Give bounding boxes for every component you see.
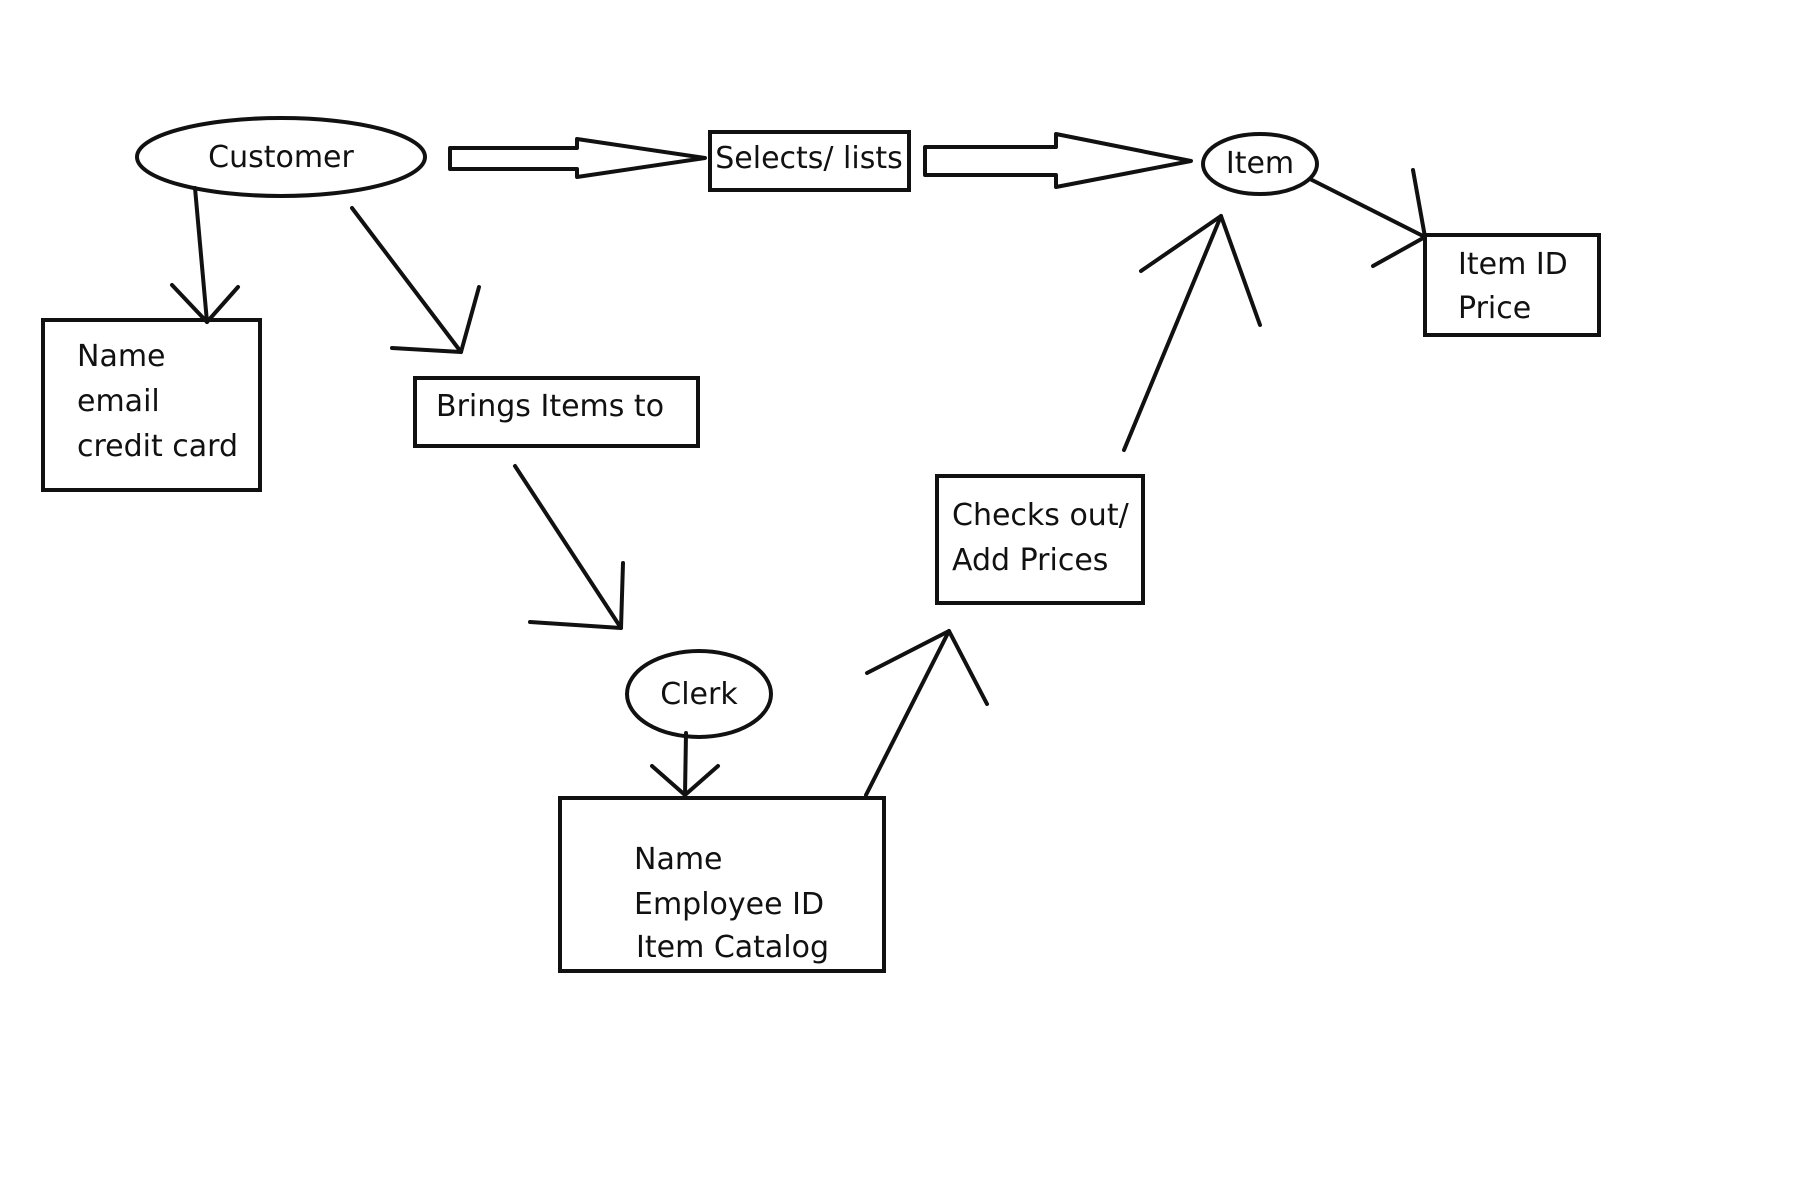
checkout-relationship[interactable]: Checks out/ Add Prices <box>935 474 1145 605</box>
clerk-attr-name: Name <box>634 842 723 877</box>
customer-entity[interactable]: Customer <box>135 116 427 198</box>
clerk-attributes-box[interactable]: Name Employee ID Item Catalog <box>558 796 886 973</box>
brings-to-clerk-arrow <box>513 464 625 630</box>
item-to-attributes-arrow <box>1308 168 1427 268</box>
customer-attributes-box[interactable]: Name email credit card <box>41 318 262 492</box>
item-label: Item <box>1226 146 1294 181</box>
customer-label: Customer <box>208 140 354 175</box>
selects-to-item-arrow <box>923 132 1193 189</box>
customer-to-attributes-arrow <box>170 186 240 324</box>
customer-attr-credit-card: credit card <box>77 429 238 464</box>
item-attributes-box[interactable]: Item ID Price <box>1423 233 1601 337</box>
clerk-attr-item-catalog: Item Catalog <box>636 930 829 965</box>
clerk-label: Clerk <box>660 677 738 712</box>
item-entity[interactable]: Item <box>1201 132 1319 196</box>
clerk-attr-employee-id: Employee ID <box>634 887 824 922</box>
checkout-label-line2: Add Prices <box>952 543 1108 578</box>
customer-attr-email: email <box>77 384 160 419</box>
item-attr-price: Price <box>1458 291 1531 326</box>
selects-label: Selects/ lists <box>715 141 903 176</box>
customer-to-brings-arrow <box>350 206 481 354</box>
customer-to-selects-arrow <box>448 137 707 179</box>
clerk-entity[interactable]: Clerk <box>625 649 773 739</box>
item-attr-item-id: Item ID <box>1458 247 1568 282</box>
selects-relationship[interactable]: Selects/ lists <box>708 130 911 192</box>
customer-attr-name: Name <box>77 339 166 374</box>
clerk-to-checkout-arrow <box>864 629 989 797</box>
clerk-to-attributes-arrow <box>650 731 720 797</box>
checkout-to-item-arrow <box>1122 214 1262 452</box>
brings-relationship[interactable]: Brings Items to <box>413 376 700 448</box>
brings-label: Brings Items to <box>436 389 664 424</box>
checkout-label-line1: Checks out/ <box>952 498 1130 533</box>
